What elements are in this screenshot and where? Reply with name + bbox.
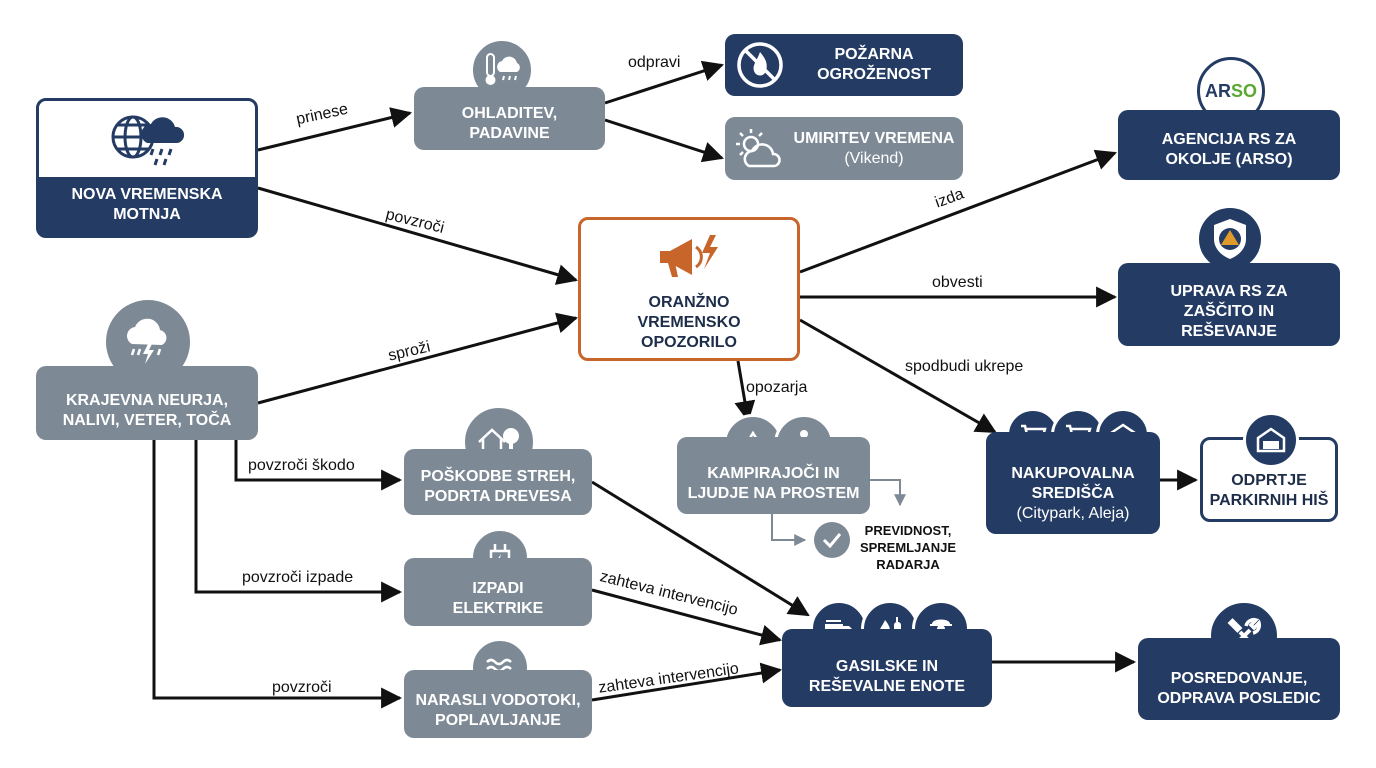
no-fire-icon — [737, 42, 783, 88]
edge-damage-fire — [591, 480, 810, 617]
node-firefighters: GASILSKE IN REŠEVALNE ENOTE — [782, 629, 992, 707]
edge-label-povzroci-skodo: povzroči škodo — [248, 457, 355, 474]
node-roof-damage: POŠKODBE STREH, PODRTA DREVESA — [404, 449, 592, 515]
sun-cloud-icon — [736, 128, 781, 167]
edge-campers-side — [870, 479, 906, 507]
node-fire-risk: POŽARNA OGROŽENOST — [725, 34, 963, 96]
edge-label-povzroci-izpade: povzroči izpade — [242, 569, 354, 586]
edge-zahteva-1 — [591, 588, 783, 646]
calm-weather-title: UMIRITEV VREMENA — [793, 129, 955, 147]
node-mediation: POSREDOVANJE, ODPRAVA POSLEDIC — [1138, 638, 1340, 720]
megaphone-lightning-icon — [660, 235, 718, 277]
node-local-storms: KRAJEVNA NEURJA, NALIVI, VETER, TOČA — [36, 366, 258, 440]
edge-label-opozarja: opozarja — [746, 379, 808, 396]
edge-label-obvesti: obvesti — [932, 274, 983, 291]
edge-opozarja — [734, 360, 756, 423]
node-power-outage: IZPADI ELEKTRIKE — [404, 558, 592, 626]
edge-odpravi — [604, 60, 724, 105]
garage-icon — [1256, 427, 1286, 453]
storm-front-title: NOVA VREMENSKA MOTNJA — [39, 177, 255, 235]
node-urszr: UPRAVA RS ZA ZAŠČITO IN REŠEVANJE — [1118, 263, 1340, 346]
edge-label-spodbudi: spodbudi ukrepe — [905, 358, 1024, 375]
precaution-note: PREVIDNOST, SPREMLJANJE RADARJA — [859, 523, 957, 572]
edge-prinese — [257, 107, 413, 152]
node-cooling: OHLADITEV, PADAVINE — [414, 87, 605, 150]
edge-label-povzroci-2: povzroči — [272, 679, 332, 696]
storm-front-icon-area — [107, 101, 187, 177]
edge-cooling-calm — [604, 118, 724, 163]
warning-title: ORANŽNO VREMENSKO OPOZORILO — [637, 294, 741, 351]
node-storm-front: NOVA VREMENSKA MOTNJA — [36, 98, 258, 238]
globe-rain-cloud-icon — [111, 115, 185, 166]
edge-campers-precaution — [771, 514, 807, 546]
edge-label-odpravi: odpravi — [628, 54, 681, 71]
edge-povzroci-skodo — [234, 437, 403, 491]
calm-weather-text: UMIRITEV VREMENA (Vikend) — [785, 129, 963, 169]
thermometer-rain-icon — [485, 53, 520, 85]
edge-izda — [799, 149, 1117, 274]
edge-povzroci-izpade — [194, 437, 403, 603]
garages-badge — [1243, 412, 1299, 468]
calm-weather-subtitle: (Vikend) — [844, 149, 904, 167]
edge-povzroci — [257, 186, 579, 285]
node-flooding: NARASLI VODOTOKI, POPLAVLJANJE — [404, 670, 592, 738]
shopping-title: NAKUPOVALNA SREDIŠČA — [1011, 465, 1135, 502]
civil-protection-shield-icon — [1214, 219, 1246, 259]
arso-logo-text-a: AR — [1204, 80, 1231, 101]
fire-risk-title: POŽARNA OGROŽENOST — [817, 46, 931, 83]
node-warning: ORANŽNO VREMENSKO OPOZORILO — [578, 217, 800, 361]
shopping-subtitle: (Citypark, Aleja) — [1016, 505, 1130, 522]
edge-sprozi — [257, 312, 579, 405]
edge-povzroci-2 — [152, 437, 403, 709]
node-shopping: NAKUPOVALNA SREDIŠČA (Citypark, Aleja) — [986, 432, 1160, 534]
node-arso: AGENCIJA RS ZA OKOLJE (ARSO) — [1118, 110, 1340, 180]
node-campers: KAMPIRAJOČI IN LJUDJE NA PROSTEM — [677, 437, 870, 514]
checkmark-icon — [814, 522, 850, 558]
storm-cloud-icon — [127, 318, 167, 364]
node-calm-weather: UMIRITEV VREMENA (Vikend) — [725, 117, 963, 180]
edge-spodbudi — [799, 318, 997, 434]
edge-zahteva-2 — [591, 662, 783, 702]
arso-logo-text-b: SO — [1230, 80, 1257, 101]
